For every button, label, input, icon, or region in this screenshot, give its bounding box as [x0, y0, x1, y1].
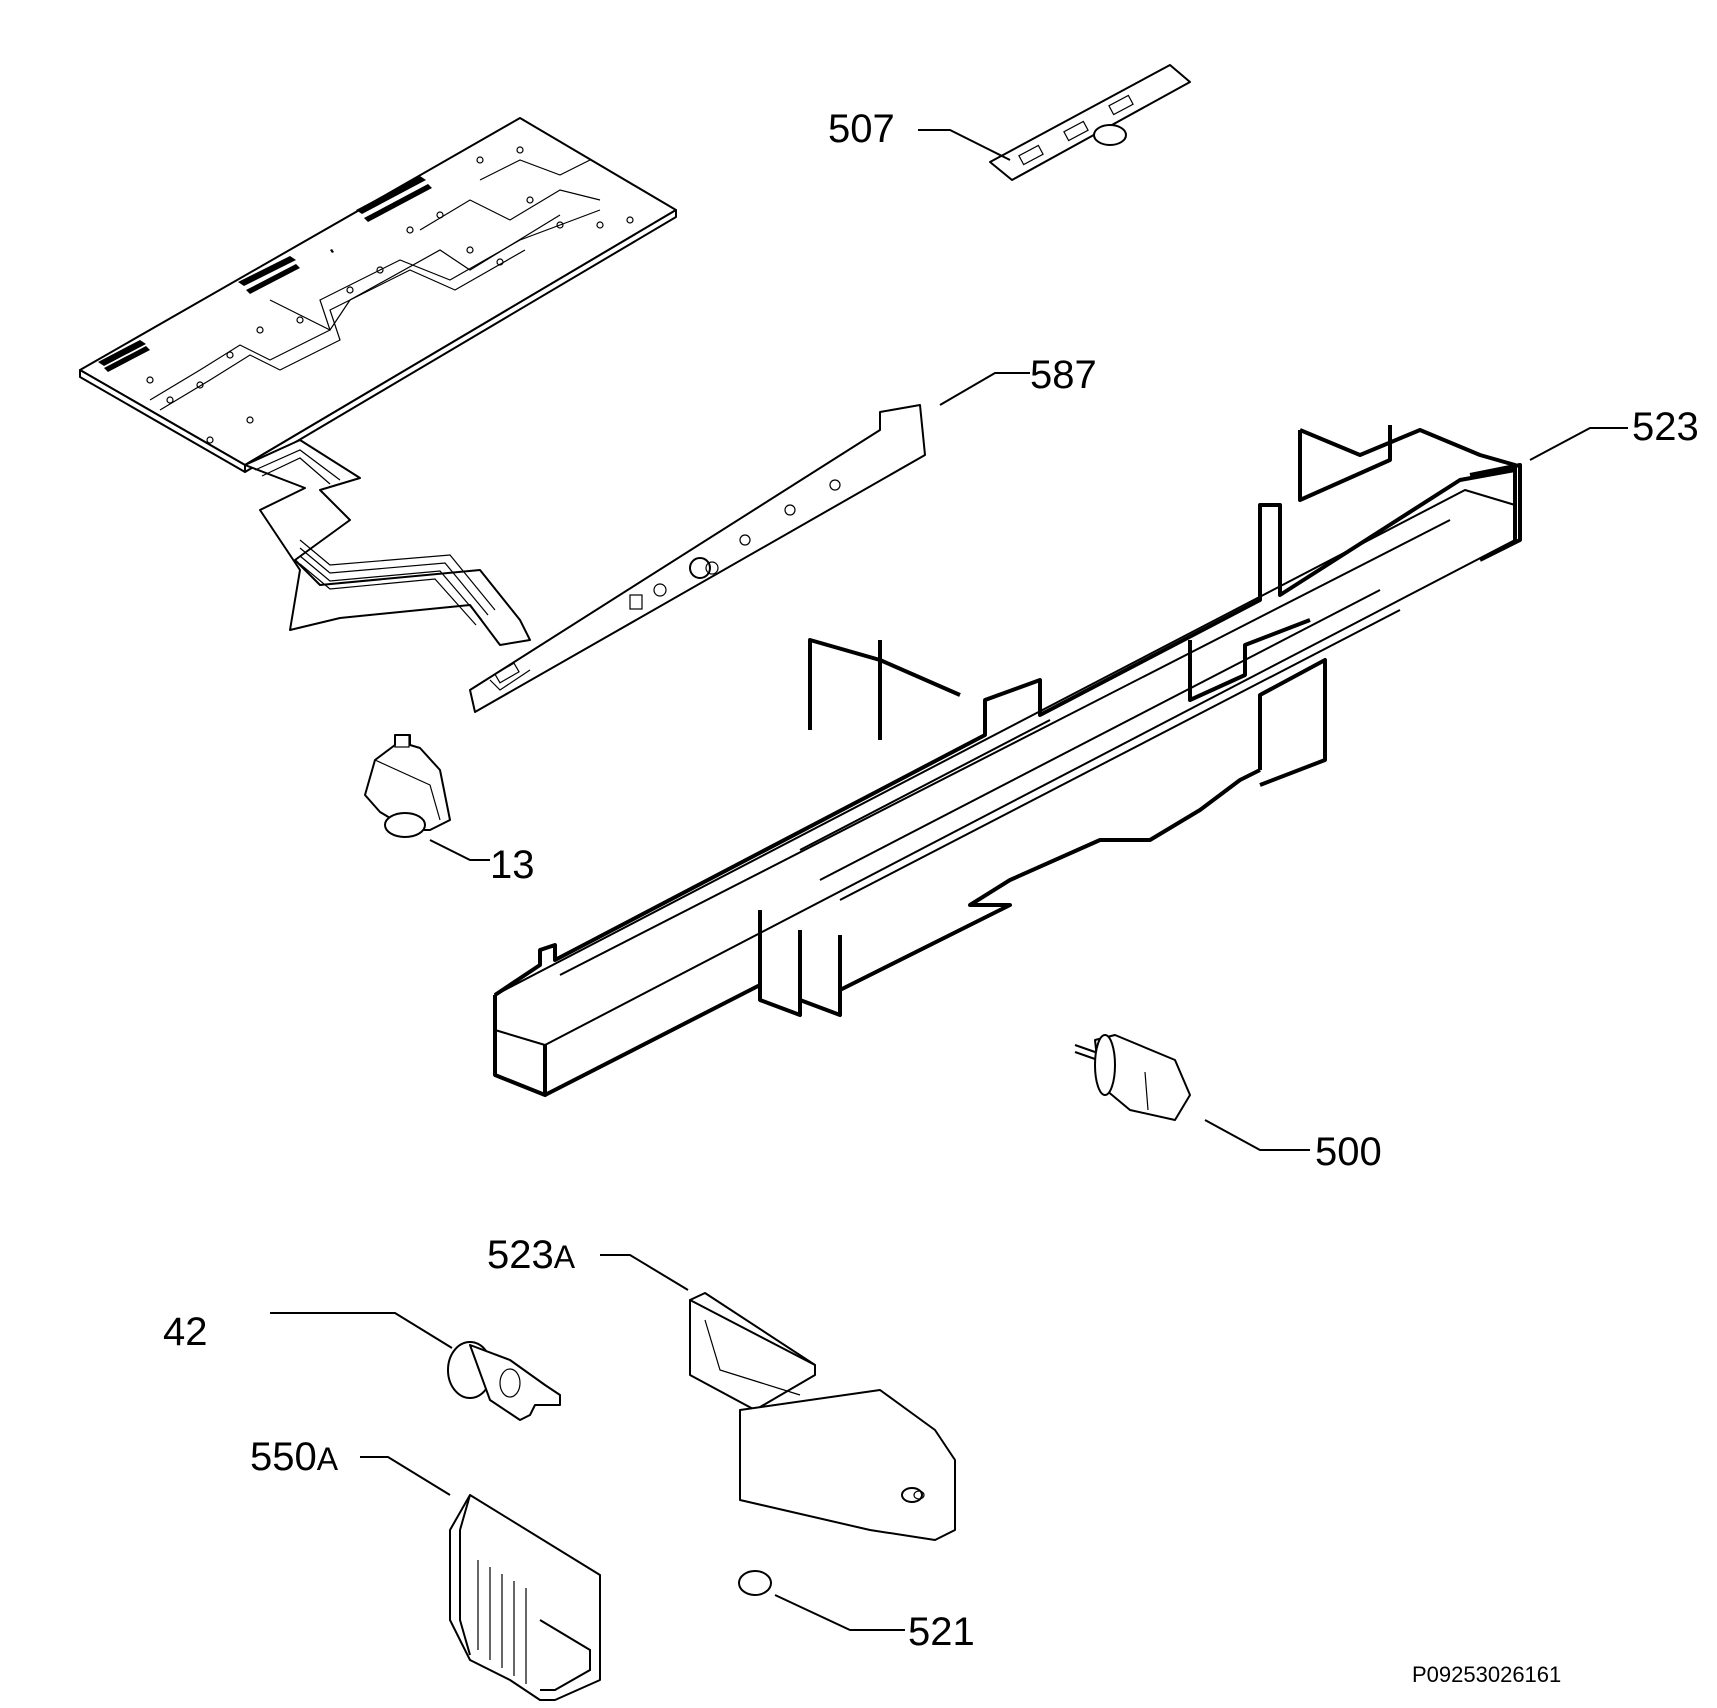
label-523A: 523A: [487, 1233, 576, 1277]
label-523A-number: 523: [487, 1233, 554, 1277]
label-42: 42: [163, 1310, 208, 1354]
ribbon-cable: [244, 439, 531, 646]
part-500-knob: [1074, 1034, 1191, 1121]
label-500: 500: [1315, 1130, 1382, 1174]
part-42-holder: [447, 1341, 561, 1421]
label-550A-number: 550: [250, 1435, 317, 1479]
label-507: 507: [828, 107, 895, 151]
part-523A-cover: [689, 1292, 956, 1541]
pcb-board: [79, 117, 677, 473]
label-550A-suffix: A: [317, 1441, 339, 1477]
label-523A-suffix: A: [554, 1239, 576, 1275]
label-550A: 550A: [250, 1435, 339, 1479]
part-13-switch: [364, 734, 451, 838]
part-521-ring: [738, 1570, 772, 1596]
part-550A-cover: [449, 1494, 601, 1701]
part-523-frame: [493, 425, 1522, 1097]
label-587: 587: [1030, 353, 1097, 397]
label-13: 13: [490, 843, 535, 887]
label-521: 521: [908, 1610, 975, 1654]
leader-lines: [270, 129, 1628, 1631]
part-507-strip: [989, 64, 1191, 181]
label-523: 523: [1632, 405, 1699, 449]
reference-code: P09253026161: [1412, 1662, 1561, 1687]
part-587-control-strip: [469, 404, 926, 713]
